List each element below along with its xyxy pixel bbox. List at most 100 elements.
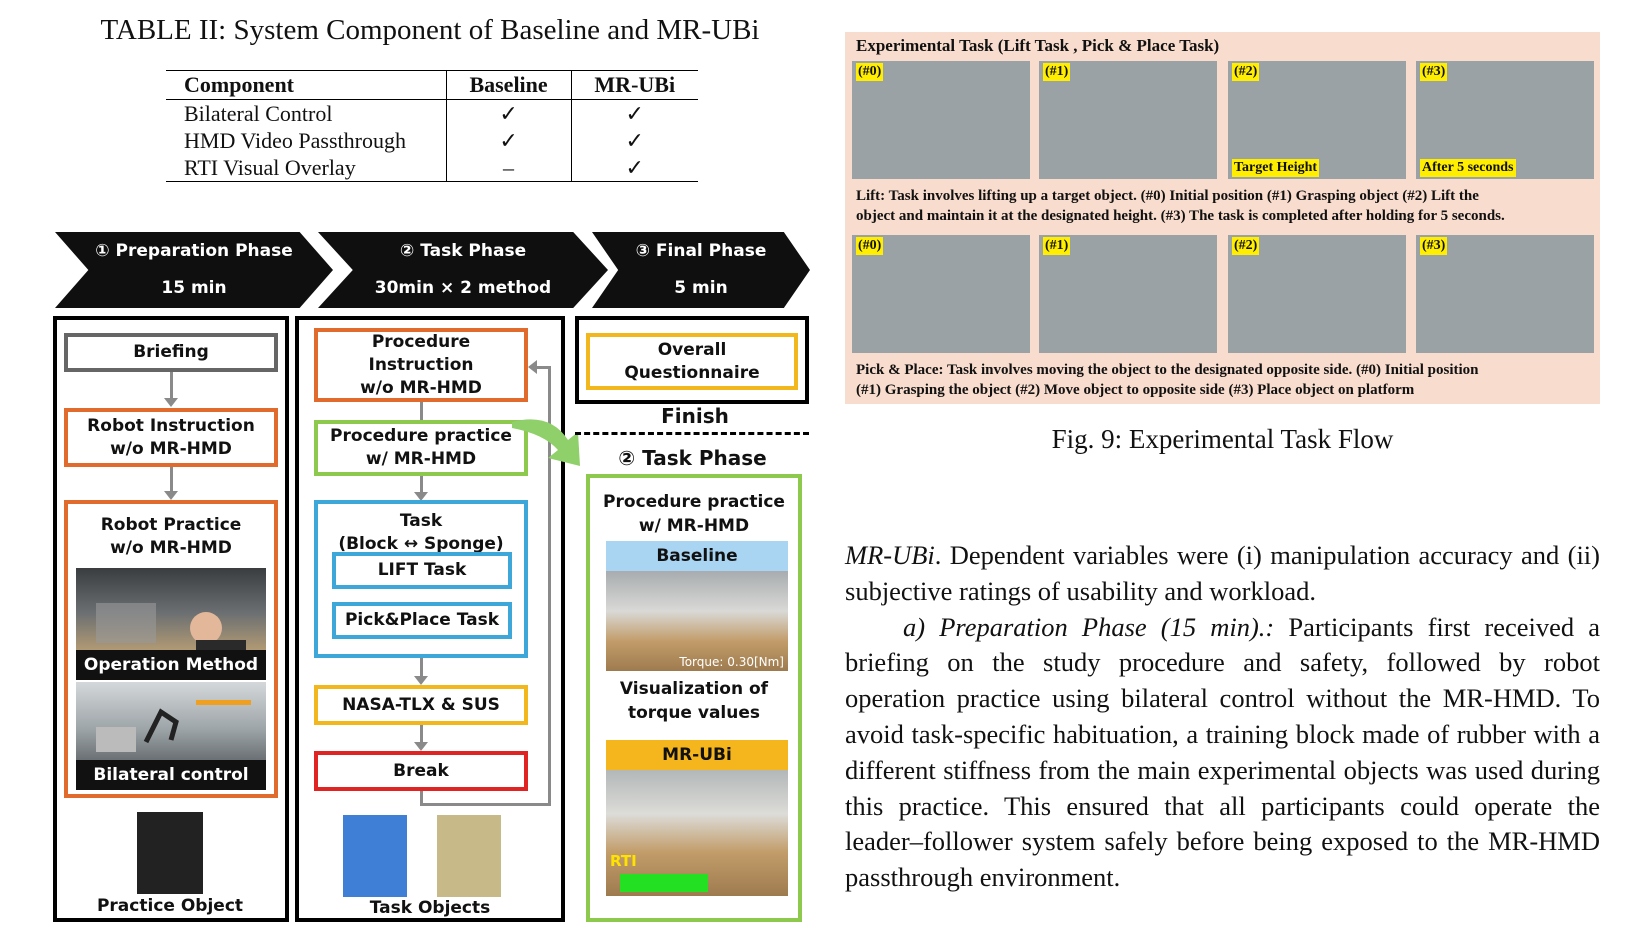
procedure-instruction-line2: Instruction: [368, 354, 474, 375]
nasa-sus-box: NASA-TLX & SUS: [314, 685, 528, 725]
procedure-practice-box: Procedure practice w/ MR-HMD: [314, 420, 528, 476]
briefing-label: Briefing: [133, 342, 209, 362]
arrow-head-icon: [164, 398, 178, 407]
paragraph-text: . Dependent variables were (i) manipulat…: [845, 540, 1600, 606]
table-cell: ✓: [570, 99, 698, 127]
finish-label: Finish: [661, 404, 729, 428]
lift-caption-line2: object and maintain it at the designated…: [856, 208, 1505, 224]
bilateral-photo: [76, 682, 266, 760]
table-cell: –: [445, 154, 571, 182]
arrow-head-icon: [414, 492, 428, 501]
fig9-header: Experimental Task (Lift Task , Pick & Pl…: [856, 36, 1220, 55]
procedure-instruction-box: Procedure Instruction w/o MR-HMD: [314, 328, 528, 402]
frame-label: (#2): [1232, 237, 1260, 255]
figure-9: Experimental Task (Lift Task , Pick & Pl…: [845, 32, 1600, 404]
paragraph-text: Participants first received a briefing o…: [845, 611, 1600, 893]
task-objects-label: Task Objects: [369, 898, 491, 918]
flow-arrow: [420, 658, 423, 680]
flow-arrow: [170, 467, 173, 492]
frame-label: (#2): [1232, 63, 1260, 81]
loop-arrow: [536, 366, 550, 369]
phase-final: ③ Final Phase 5 min: [592, 232, 810, 308]
flow-arrow: [170, 372, 173, 400]
fig9-caption: Fig. 9: Experimental Task Flow: [1051, 424, 1394, 454]
arrow-head-icon: [528, 360, 537, 374]
table-cell: ✓: [445, 127, 571, 154]
robot-instruction-line1: Robot Instruction: [87, 415, 255, 436]
pick-place-task-box: Pick&Place Task: [332, 602, 512, 639]
table-title: TABLE II: System Component of Baseline a…: [100, 14, 760, 46]
arrow-head-icon: [164, 491, 178, 500]
baseline-header: Baseline: [606, 541, 788, 571]
green-arrow-icon: [512, 419, 580, 466]
briefing-box: Briefing: [64, 333, 278, 372]
table-cell: ✓: [570, 154, 698, 182]
phase-title: ③ Final Phase: [635, 241, 767, 261]
flow-arrow: [420, 476, 423, 496]
visualization-label: Visualization of torque values: [588, 677, 800, 725]
lift-task-label: LIFT Task: [377, 560, 467, 580]
practice-object-image: [137, 812, 203, 894]
phase-task: ② Task Phase 30min × 2 method: [318, 232, 608, 308]
bilateral-control-caption: Bilateral control: [76, 760, 266, 790]
baseline-photo: Torque: 0.30[Nm]: [606, 571, 788, 671]
phase-preparation: ① Preparation Phase 15 min: [55, 232, 333, 308]
table-cell: ✓: [445, 99, 571, 127]
final-column: [575, 316, 809, 404]
phase-duration: 5 min: [674, 278, 728, 298]
pp-caption-line2: (#1) Grasping the object (#2) Move objec…: [856, 382, 1415, 398]
pp-frame-2: (#2): [1228, 235, 1406, 353]
task-title-line1: Task: [399, 511, 443, 531]
procedure-instruction-line3: w/o MR-HMD: [360, 377, 482, 398]
frame-label: (#1): [1043, 63, 1071, 81]
frame-label: (#3): [1420, 63, 1448, 81]
overall-line1: Overall: [657, 339, 727, 360]
pp-caption-line1: Pick & Place: Task involves moving the o…: [856, 362, 1479, 378]
after-5-seconds-label: After 5 seconds: [1420, 159, 1516, 177]
arrow-head-icon: [414, 676, 428, 685]
phase-duration: 30min × 2 method: [374, 278, 552, 298]
robot-instruction-line2: w/o MR-HMD: [110, 438, 232, 459]
break-box: Break: [314, 751, 528, 791]
phase-duration: 15 min: [161, 278, 227, 298]
loop-arrow: [420, 803, 550, 806]
paragraph-heading: a) Preparation Phase (15 min).:: [903, 611, 1275, 642]
procedure-instruction-line1: Procedure: [371, 331, 471, 352]
task-title-line2: (Block ↔ Sponge): [338, 534, 504, 554]
target-height-label: Target Height: [1232, 159, 1320, 177]
paragraph: a) Preparation Phase (15 min).: Particip…: [845, 610, 1600, 896]
frame-label: (#3): [1420, 237, 1448, 255]
phase-title: ② Task Phase: [399, 241, 527, 261]
preparation-column: [53, 316, 289, 922]
pp-frame-1: (#1): [1039, 235, 1217, 353]
table-header-mrubi: MR-UBi: [570, 70, 698, 100]
task-phase-label: ② Task Phase: [618, 446, 767, 470]
visualization-line1: Visualization of: [619, 679, 769, 699]
robot-practice-line1: Robot Practice: [100, 515, 242, 535]
final-procedure-practice: Procedure practice w/ MR-HMD: [588, 490, 800, 538]
nasa-sus-label: NASA-TLX & SUS: [342, 694, 500, 715]
pp-frame-0: (#0): [852, 235, 1030, 353]
final-procedure-line1: Procedure practice: [603, 492, 785, 512]
lift-frame-1: (#1): [1039, 61, 1217, 179]
table-row: HMD Video Passthrough ✓ ✓: [166, 127, 698, 154]
arrow-head-icon: [414, 742, 428, 751]
mrubi-header: MR-UBi: [606, 740, 788, 770]
procedure-practice-line2: w/ MR-HMD: [365, 449, 477, 469]
phase-title: ① Preparation Phase: [95, 241, 293, 261]
table-cell: ✓: [570, 127, 698, 154]
table-row: Bilateral Control ✓ ✓: [166, 99, 698, 127]
table-row: RTI Visual Overlay – ✓: [166, 154, 698, 182]
lift-frame-3: (#3) After 5 seconds: [1416, 61, 1594, 179]
frame-label: (#0): [856, 237, 884, 255]
rti-bar: [620, 874, 708, 892]
break-label: Break: [393, 760, 449, 781]
flow-arrow: [420, 402, 423, 420]
lift-frame-0: (#0): [852, 61, 1030, 179]
body-text: MR-UBi. Dependent variables were (i) man…: [845, 538, 1600, 896]
overall-line2: Questionnaire: [624, 362, 760, 383]
frame-label: (#1): [1043, 237, 1071, 255]
table-cell: HMD Video Passthrough: [184, 128, 406, 153]
practice-object-label: Practice Object: [96, 896, 244, 916]
flow-arrow: [420, 725, 423, 745]
